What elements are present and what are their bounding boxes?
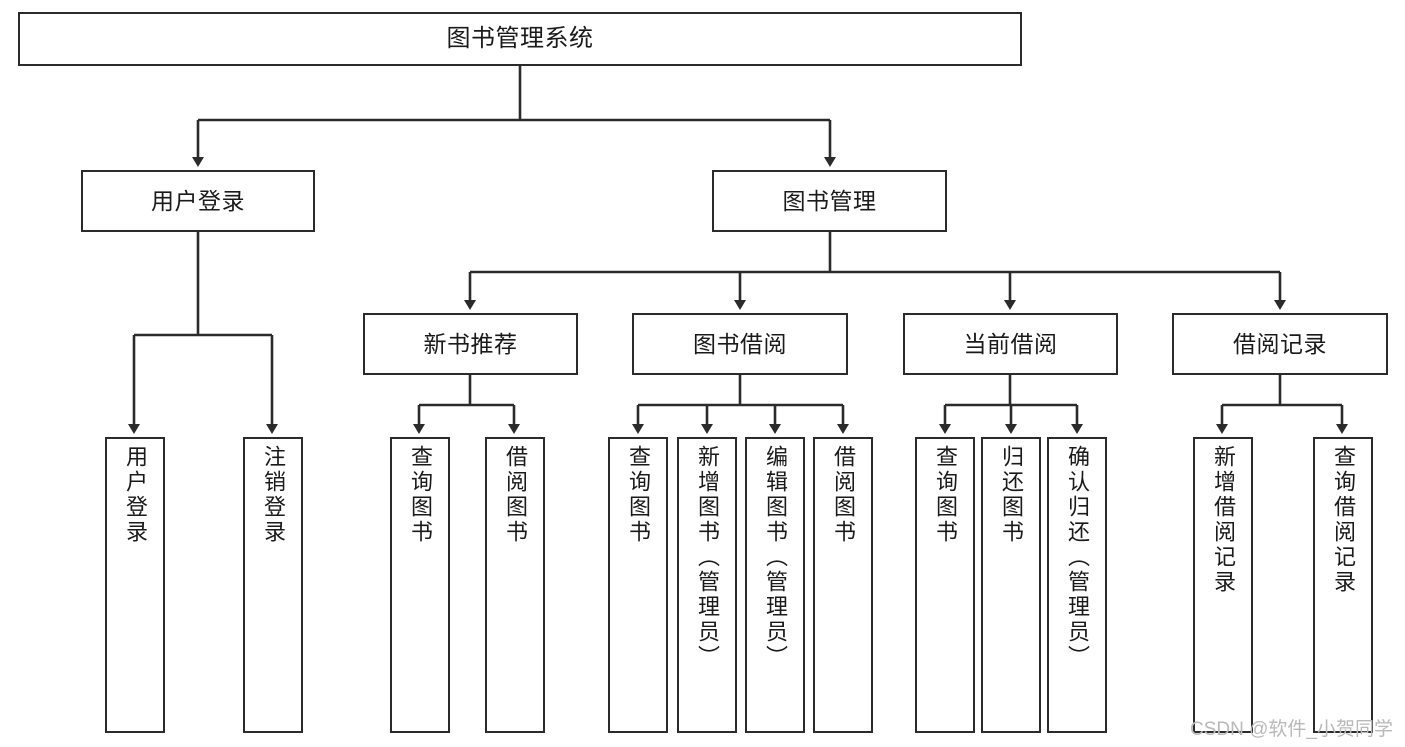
node-leaf-edit-book-admin[interactable]: 编辑图书（管理员） bbox=[745, 437, 805, 733]
node-leaf-query-book-borrow[interactable]: 查询图书 bbox=[608, 437, 668, 733]
node-user-login[interactable]: 用户登录 bbox=[81, 170, 315, 232]
node-leaf-confirm-return-admin[interactable]: 确认归还（管理员） bbox=[1047, 437, 1107, 733]
csdn-watermark: CSDN @软件_小贺同学 bbox=[1190, 719, 1393, 740]
node-book-management[interactable]: 图书管理 bbox=[712, 170, 947, 232]
node-label: 新书推荐 bbox=[423, 330, 518, 357]
node-label: 借阅图书 bbox=[831, 445, 856, 545]
node-leaf-add-book-admin[interactable]: 新增图书（管理员） bbox=[677, 437, 737, 733]
node-leaf-borrow-book-recommend[interactable]: 借阅图书 bbox=[485, 437, 545, 733]
node-label: 查询图书 bbox=[933, 445, 958, 545]
node-leaf-query-borrow-record[interactable]: 查询借阅记录 bbox=[1313, 437, 1373, 733]
node-label: 借阅图书 bbox=[503, 445, 528, 545]
node-label: 图书管理系统 bbox=[446, 25, 594, 53]
node-label: 归还图书 bbox=[999, 445, 1024, 545]
node-leaf-borrow-book[interactable]: 借阅图书 bbox=[813, 437, 873, 733]
node-label: 新增借阅记录 bbox=[1211, 445, 1236, 595]
node-borrow-record[interactable]: 借阅记录 bbox=[1172, 313, 1388, 375]
node-root-system[interactable]: 图书管理系统 bbox=[18, 12, 1022, 66]
node-label: 借阅记录 bbox=[1233, 330, 1327, 357]
node-label: 编辑图书（管理员） bbox=[763, 445, 788, 670]
node-label: 查询图书 bbox=[626, 445, 651, 545]
node-leaf-add-borrow-record[interactable]: 新增借阅记录 bbox=[1193, 437, 1253, 733]
node-label: 确认归还（管理员） bbox=[1065, 445, 1090, 670]
node-current-borrow[interactable]: 当前借阅 bbox=[903, 313, 1118, 375]
node-leaf-logout[interactable]: 注销登录 bbox=[243, 437, 303, 733]
node-book-borrow[interactable]: 图书借阅 bbox=[632, 313, 848, 375]
node-label: 用户登录 bbox=[151, 187, 245, 214]
node-leaf-user-login[interactable]: 用户登录 bbox=[105, 437, 165, 733]
node-leaf-query-book-recommend[interactable]: 查询图书 bbox=[390, 437, 450, 733]
node-new-book-recommend[interactable]: 新书推荐 bbox=[363, 313, 578, 375]
node-label: 查询图书 bbox=[408, 445, 433, 545]
node-label: 图书管理 bbox=[782, 187, 877, 214]
node-leaf-query-book-current[interactable]: 查询图书 bbox=[915, 437, 975, 733]
node-leaf-return-book[interactable]: 归还图书 bbox=[981, 437, 1041, 733]
node-label: 用户登录 bbox=[123, 445, 148, 545]
node-label: 新增图书（管理员） bbox=[695, 445, 720, 670]
node-label: 查询借阅记录 bbox=[1331, 445, 1356, 595]
node-label: 当前借阅 bbox=[963, 330, 1058, 357]
node-label: 图书借阅 bbox=[693, 330, 787, 357]
node-label: 注销登录 bbox=[261, 445, 286, 545]
